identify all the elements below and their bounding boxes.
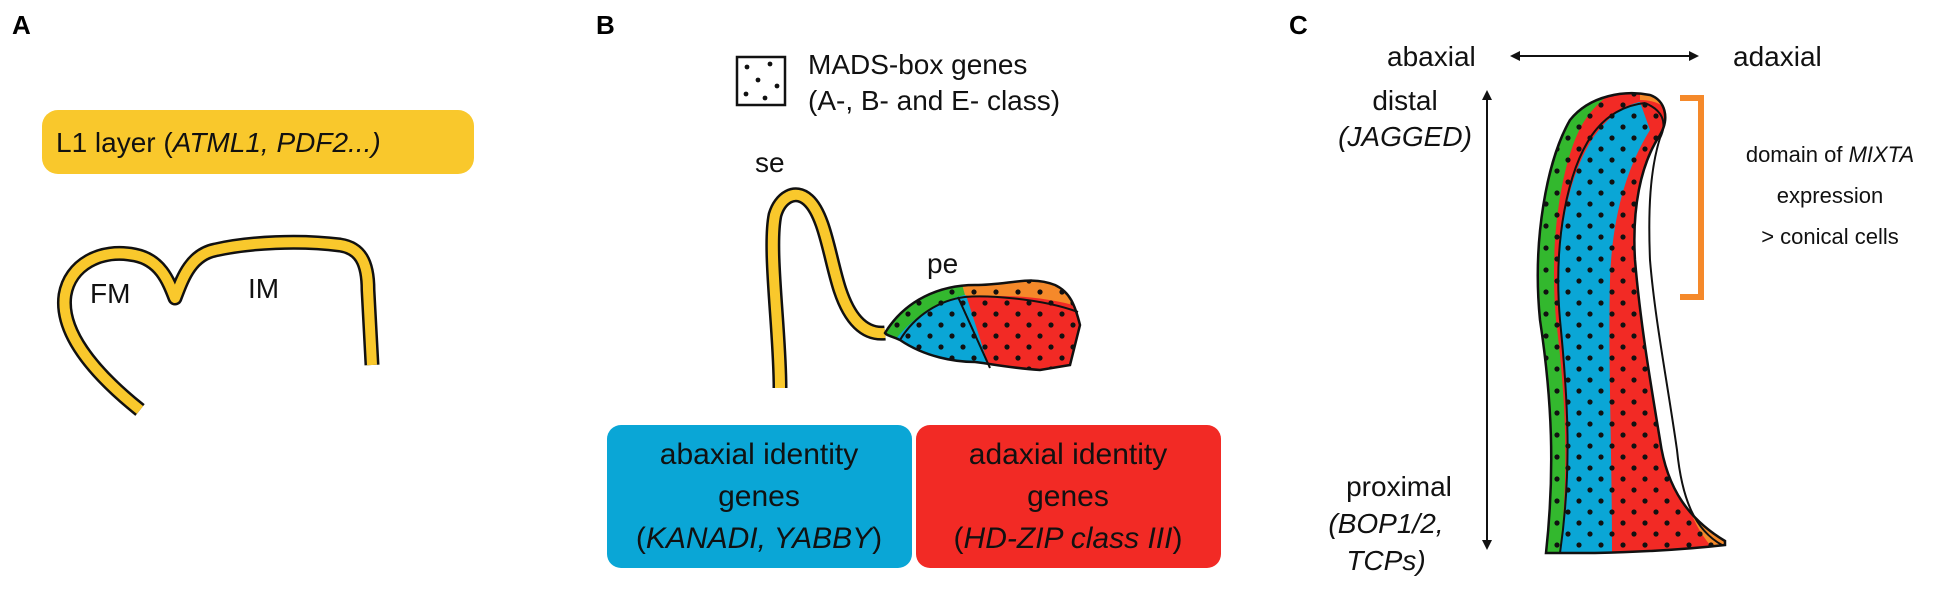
l1-layer-label: L1 layer (ATML1, PDF2...) xyxy=(56,127,381,158)
mads-legend-dots xyxy=(743,61,780,101)
adaxial-box-line3: (HD-ZIP class III) xyxy=(954,522,1183,555)
petal-section-outline xyxy=(1536,92,1727,555)
petal-epidermis-line xyxy=(899,295,1079,341)
proximal-label: proximal xyxy=(1346,471,1452,502)
panel-a: A L1 layer (ATML1, PDF2...) FM IM xyxy=(12,10,474,416)
panel-letter-b: B xyxy=(596,10,615,40)
petal-label: pe xyxy=(927,248,958,279)
adaxial-box-line1: adaxial identity xyxy=(969,438,1167,471)
abaxial-box-line3: (KANADI, YABBY) xyxy=(636,522,882,555)
mads-legend-swatch xyxy=(735,55,787,107)
mixta-label-line1: domain of MIXTA xyxy=(1746,142,1914,167)
panel-b: B MADS-box genes (A-, B- and E- class) s… xyxy=(596,10,1221,568)
fm-label: FM xyxy=(90,278,130,309)
proximal-gene-label-1: (BOP1/2, xyxy=(1328,508,1443,539)
im-label: IM xyxy=(248,273,279,304)
sepal-label: se xyxy=(755,147,785,178)
mads-legend-line2: (A-, B- and E- class) xyxy=(808,85,1060,116)
mixta-label-line3: > conical cells xyxy=(1761,224,1899,249)
mixta-label-line2: expression xyxy=(1777,183,1883,208)
panel-letter-c: C xyxy=(1289,10,1308,40)
adaxial-axis-label: adaxial xyxy=(1733,41,1822,72)
abaxial-box-line1: abaxial identity xyxy=(660,438,858,471)
l1-layer-box xyxy=(42,110,474,174)
sepal-outline xyxy=(765,187,886,389)
distal-label: distal xyxy=(1372,85,1437,116)
petal-section xyxy=(1537,93,1725,553)
petal-primordium-outline xyxy=(883,279,1082,372)
adaxial-identity-box xyxy=(916,425,1221,568)
abaxial-identity-box xyxy=(607,425,912,568)
panel-letter-a: A xyxy=(12,10,31,40)
panel-c: C abaxial adaxial distal (JAGGED) proxim… xyxy=(1289,10,1914,576)
abaxial-box-line2: genes xyxy=(718,480,800,513)
proximal-gene-label-2: TCPs) xyxy=(1346,545,1425,576)
adaxial-epidermis-boundary xyxy=(1644,102,1723,546)
petal-boundary-line xyxy=(957,296,991,369)
mads-legend-line1: MADS-box genes xyxy=(808,49,1027,80)
mixta-domain-bracket xyxy=(1680,95,1704,300)
abaxial-epidermis-boundary xyxy=(1557,102,1646,554)
adaxial-box-line2: genes xyxy=(1027,480,1109,513)
abaxial-axis-label: abaxial xyxy=(1387,41,1476,72)
distal-gene-label: (JAGGED) xyxy=(1338,121,1472,152)
